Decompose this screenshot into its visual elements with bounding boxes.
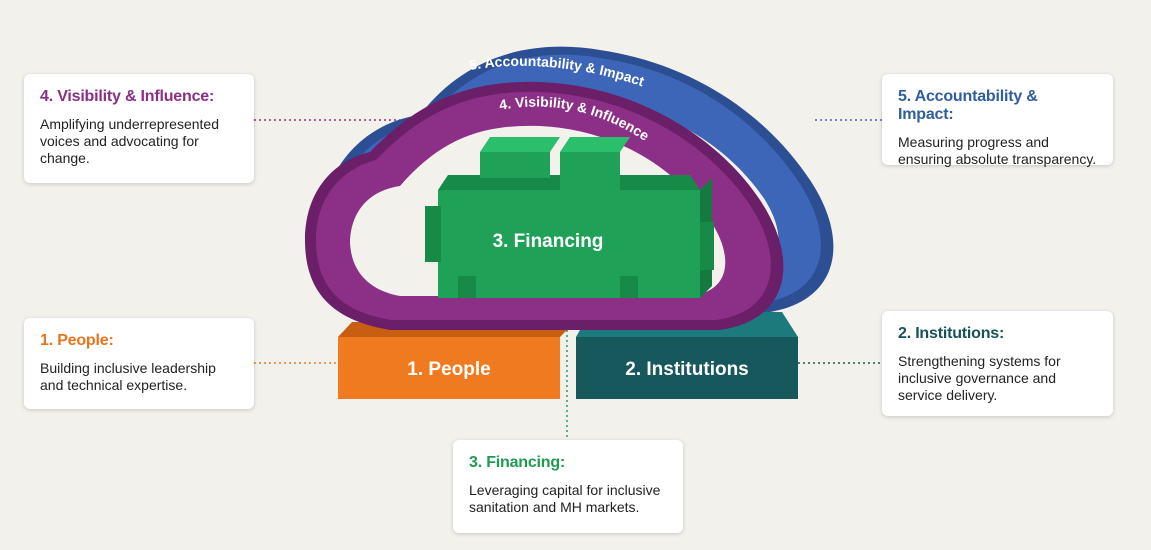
engine-label: 3. Financing	[493, 231, 604, 252]
card-institutions: 2. Institutions: Strengthening systems f…	[882, 311, 1113, 416]
card-people-title: 1. People:	[40, 332, 114, 349]
engine-financing: 3. Financing	[425, 137, 714, 298]
card-visibility-body: Amplifying underrepresented voices and a…	[40, 116, 219, 166]
block-people: 1. People	[338, 322, 575, 399]
connector-lines	[254, 119, 882, 440]
card-financing-body: Leveraging capital for inclusive sanitat…	[469, 482, 661, 515]
card-institutions-body: Strengthening systems for inclusive gove…	[898, 353, 1061, 403]
card-financing-title: 3. Financing:	[469, 454, 566, 471]
card-accountability-body: Measuring progress and ensuring absolute…	[898, 134, 1097, 167]
card-people-body: Building inclusive leadership and techni…	[40, 360, 216, 393]
card-visibility-title: 4. Visibility & Influence:	[40, 88, 215, 105]
block-institutions-label: 2. Institutions	[625, 359, 749, 380]
card-visibility: 4. Visibility & Influence: Amplifying un…	[24, 74, 254, 183]
card-financing: 3. Financing: Leveraging capital for inc…	[453, 440, 683, 533]
card-accountability-title: 5. Accountability & Impact:	[898, 88, 1038, 123]
card-accountability: 5. Accountability & Impact: Measuring pr…	[882, 74, 1113, 167]
block-people-label: 1. People	[407, 359, 490, 380]
card-institutions-title: 2. Institutions:	[898, 325, 1005, 342]
card-people: 1. People: Building inclusive leadership…	[24, 318, 254, 409]
